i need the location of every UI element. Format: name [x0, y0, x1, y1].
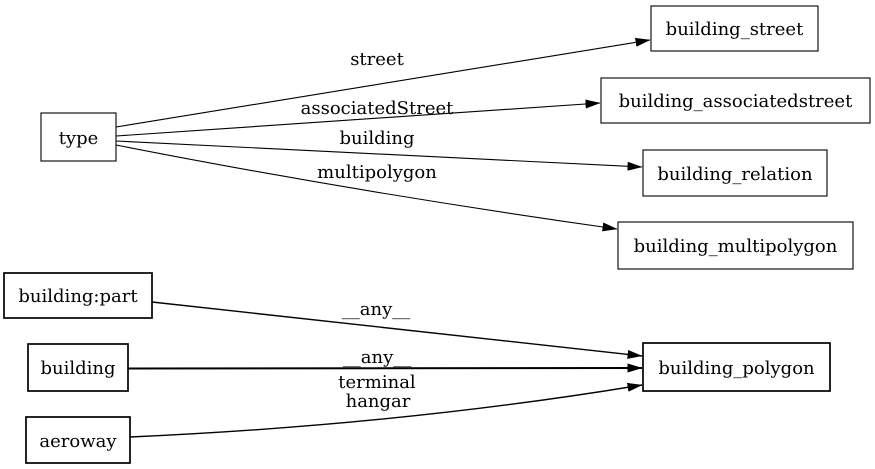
edge-type-building_relation [115, 140, 643, 171]
node-building_associatedstreet-label: building_associatedstreet [619, 91, 853, 112]
node-building_street: building_street [650, 5, 819, 52]
node-building_part-label: building:part [18, 286, 138, 307]
edge-label-street: street [350, 49, 404, 70]
node-building_multipolygon-box [617, 221, 854, 270]
node-type: type [40, 112, 117, 162]
edge-label-hangar: hangar [346, 391, 411, 412]
node-building_street-label: building_street [666, 19, 804, 40]
node-building_multipolygon-label: building_multipolygon [634, 236, 838, 257]
node-building-box [27, 343, 129, 392]
edge-type-building_multipolygon [115, 144, 618, 232]
edge-label-terminal: terminal [338, 372, 416, 393]
node-building_relation: building_relation [642, 149, 828, 197]
edge-building-building_polygon [127, 363, 643, 373]
node-aeroway-box [25, 416, 131, 464]
edge-labels-layer: street associatedStreet building multipo… [301, 49, 454, 412]
node-building_relation-box [642, 149, 828, 197]
node-building_polygon-label: building_polygon [658, 358, 815, 379]
node-type-box [40, 112, 117, 162]
edge-type-building_street [115, 37, 651, 128]
edge-building_part-building_polygon [151, 301, 643, 359]
edge-label-any-1: __any__ [342, 299, 411, 320]
edge-type-building_associatedstreet [115, 99, 601, 137]
nodes-layer: type building_street building_associated… [3, 5, 871, 464]
node-aeroway-label: aeroway [39, 431, 117, 452]
edge-label-building: building [339, 128, 414, 149]
node-aeroway: aeroway [25, 416, 131, 464]
node-building_polygon-box [642, 342, 831, 392]
node-building_relation-label: building_relation [657, 164, 813, 185]
node-building_part-box [3, 272, 153, 319]
node-building_associatedstreet-box [600, 77, 871, 124]
node-building_multipolygon: building_multipolygon [617, 221, 854, 270]
edges-layer [115, 37, 651, 438]
edge-label-any-2: __any__ [343, 347, 412, 368]
edge-aeroway-building_polygon [129, 382, 643, 438]
node-building-label: building [40, 358, 115, 379]
node-building: building [27, 343, 129, 392]
node-building_street-box [650, 5, 819, 52]
node-building_polygon: building_polygon [642, 342, 831, 392]
node-building_associatedstreet: building_associatedstreet [600, 77, 871, 124]
node-type-label: type [59, 128, 99, 149]
edge-label-associatedstreet: associatedStreet [301, 98, 454, 119]
edge-label-multipolygon: multipolygon [317, 162, 437, 183]
node-building_part: building:part [3, 272, 153, 319]
